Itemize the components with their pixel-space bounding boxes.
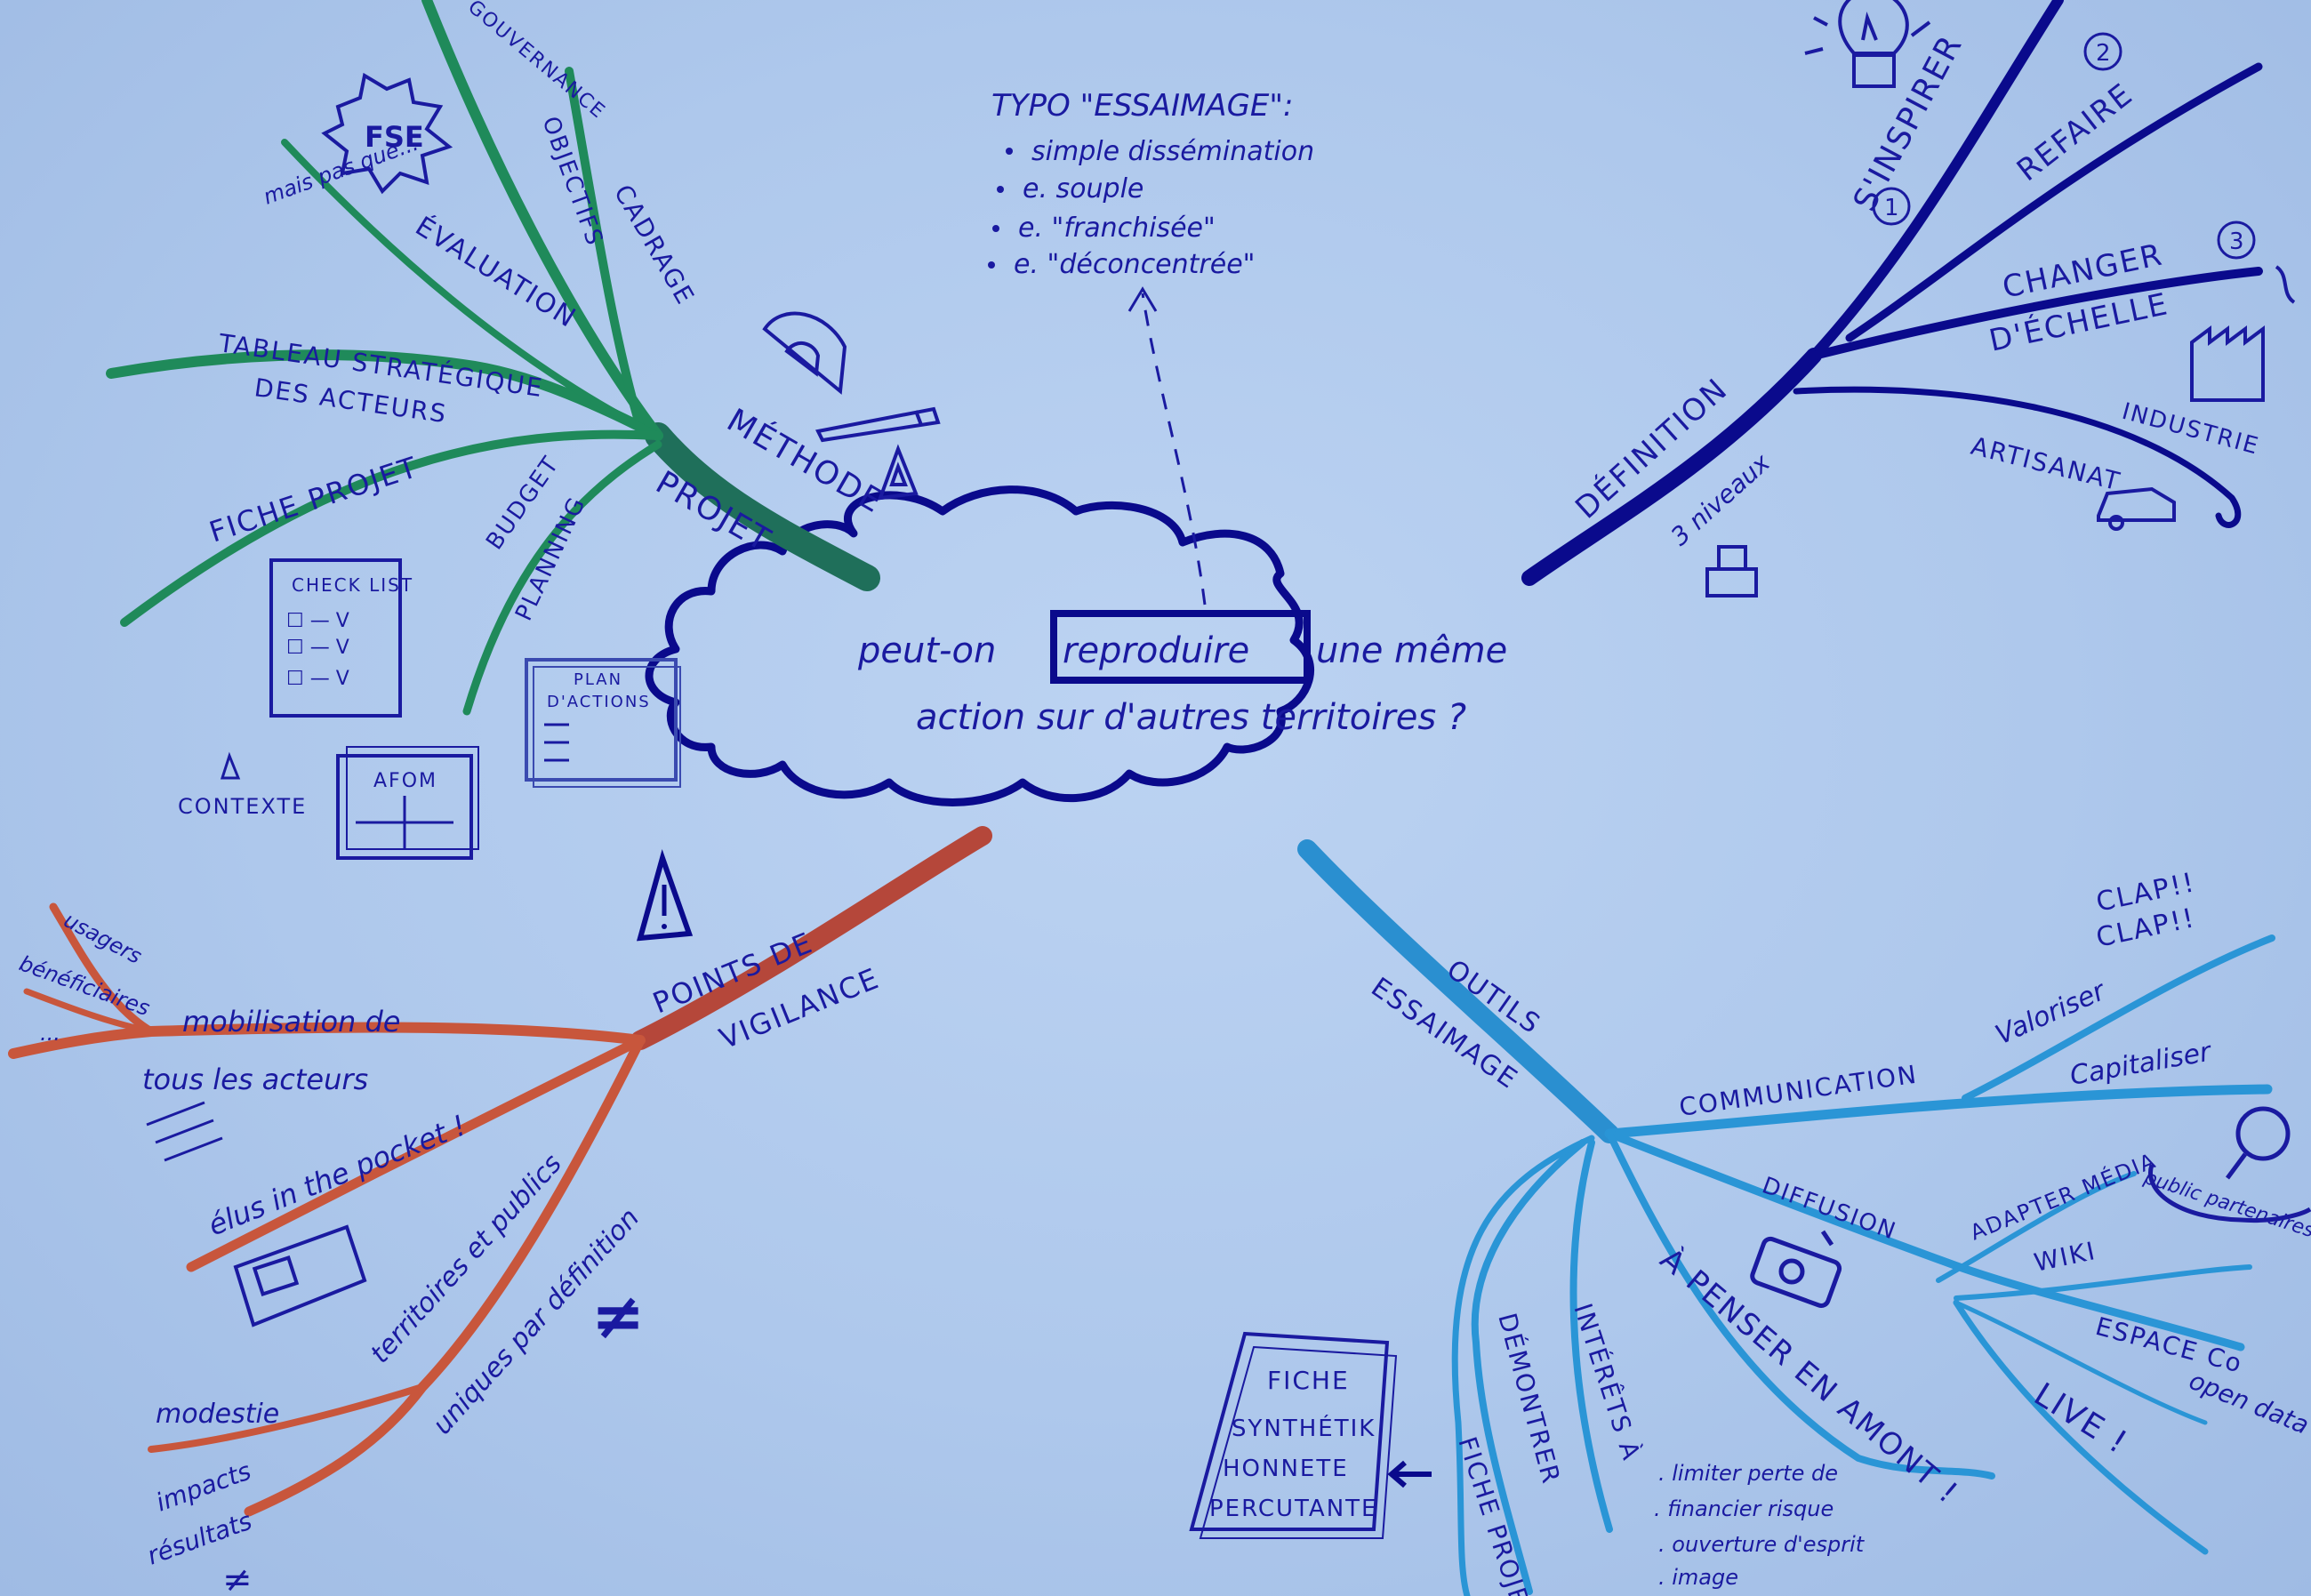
valoriser-label: Valoriser [1991,974,2111,1051]
center-line1-boxed: reproduire [1063,630,1249,671]
diffusion-label: DIFFUSION [1759,1172,1900,1245]
tablet-icon [233,1224,367,1327]
factory-icon [2190,265,2296,402]
reason-item: . limiter perte de [1658,1461,1838,1486]
center-line1-pre: peut-on [857,630,996,671]
three-levels-label: 3 niveaux [1665,447,1777,551]
top-note-title: TYPO "ESSAIMAGE": [991,88,1294,124]
arrow-head [1127,286,1158,312]
reason-item: . image [1658,1565,1738,1590]
pencil-icon [815,406,941,443]
espace-co-label: ESPACE Co [2092,1311,2246,1379]
fiche-projet-label: FICHE PROJET [205,450,422,549]
projector-icon [1750,1230,1842,1309]
num-1: 1 [1884,195,1899,221]
industrie-label: INDUSTRIE [2119,398,2262,461]
top-note-item: e. "déconcentrée" [1014,249,1255,280]
fiche-line-3: HONNETE [1223,1456,1349,1482]
afom-card: AFOM [336,746,479,860]
refaire-label: REFAIRE [2010,76,2140,188]
cadrage-label: CADRAGE [608,180,701,310]
wiki-label: WIKI [2032,1236,2099,1278]
branch-definition [1521,0,2263,586]
branch-vigilance [8,826,992,1517]
triangle-ruler-icon [878,444,919,501]
checklist-item: ☐ — V [286,610,349,632]
checklist-item: ☐ — V [286,637,349,659]
top-note: TYPO "ESSAIMAGE": simple dissémination e… [988,88,1314,280]
capitaliser-label: Capitaliser [2067,1036,2214,1092]
neq-small-symbol: ≠ [222,1560,253,1596]
artisanat-label: ARTISANAT [1968,431,2123,497]
fiche-synthetik-card: FICHE SYNTHÉTIK HONNETE PERCUTANTE [1189,1331,1432,1539]
dashed-arrow [1141,293,1207,606]
reason-item: . ouverture d'esprit [1658,1532,1866,1557]
mobilisation-label-1: mobilisation de [182,1005,400,1039]
branch-methode [106,0,880,716]
fiche-line-4: PERCUTANTE [1209,1496,1377,1522]
plan-title-1: PLAN [574,670,622,689]
contexte-label: CONTEXTE [178,794,307,819]
magnifier-icon [2148,1106,2311,1223]
protractor-icon [762,311,847,395]
central-cloud: peut-on reproduire une même action sur d… [645,485,1507,806]
afom-label: AFOM [373,770,437,792]
warning-icon [636,849,694,942]
demontrer-label: DÉMONTRER [1492,1310,1567,1488]
num-3: 3 [2229,229,2244,255]
checklist-item: ☐ — V [286,668,349,690]
inspirer-label: S'INSPIRER [1847,28,1970,217]
outils-labels: OUTILS ESSAIMAGE COMMUNICATION Valoriser… [1365,867,2311,1596]
mobilisation-label-2: tous les acteurs [142,1063,368,1096]
checklist-card: CHECK LIST ☐ — V ☐ — V ☐ — V [269,558,413,718]
modestie-label: modestie [156,1399,279,1430]
elus-label: élus in the pocket ! [204,1108,471,1242]
contexte-group: CONTEXTE [178,751,307,819]
fiche-line-1: FICHE [1267,1366,1350,1395]
num-2: 2 [2096,40,2111,67]
branch-outils [1297,839,2275,1596]
public-partenaires-label: public partenaires [2140,1167,2311,1243]
gouvernance-label: GOUVERNANCE [463,0,610,124]
fiche-line-2: SYNTHÉTIK [1232,1414,1376,1442]
reason-item: . financier risque [1654,1496,1834,1521]
plan-actions-card: PLAN D'ACTIONS [525,658,681,788]
fse-burst: FSE [321,72,453,195]
car-icon [2097,486,2176,531]
top-note-item: e. souple [1023,173,1143,205]
checklist-title: CHECK LIST [292,574,413,596]
objectifs-label: OBJECTIFS [536,113,608,250]
vigilance-labels: POINTS DE VIGILANCE usagers bénéficiaire… [16,908,885,1596]
adapter-media-label: ADAPTER MÉDIA [1966,1147,2160,1246]
dots-label: ... [40,1021,60,1046]
fse-label: FSE [365,120,424,154]
open-data-label: open data [2185,1366,2311,1440]
neq-symbol: ≠ [591,1279,645,1353]
top-note-item: e. "franchisée" [1018,213,1216,244]
left-arrow-icon [1387,1460,1432,1488]
stamp-icon [1705,545,1758,597]
lightbulb-icon [1804,0,1931,88]
center-line2: action sur d'autres territoires ? [916,697,1466,738]
top-note-item: simple dissémination [1031,136,1314,167]
reproduire-box [1050,610,1311,684]
plan-title-2: D'ACTIONS [547,693,651,711]
center-line1-post: une même [1316,630,1507,671]
